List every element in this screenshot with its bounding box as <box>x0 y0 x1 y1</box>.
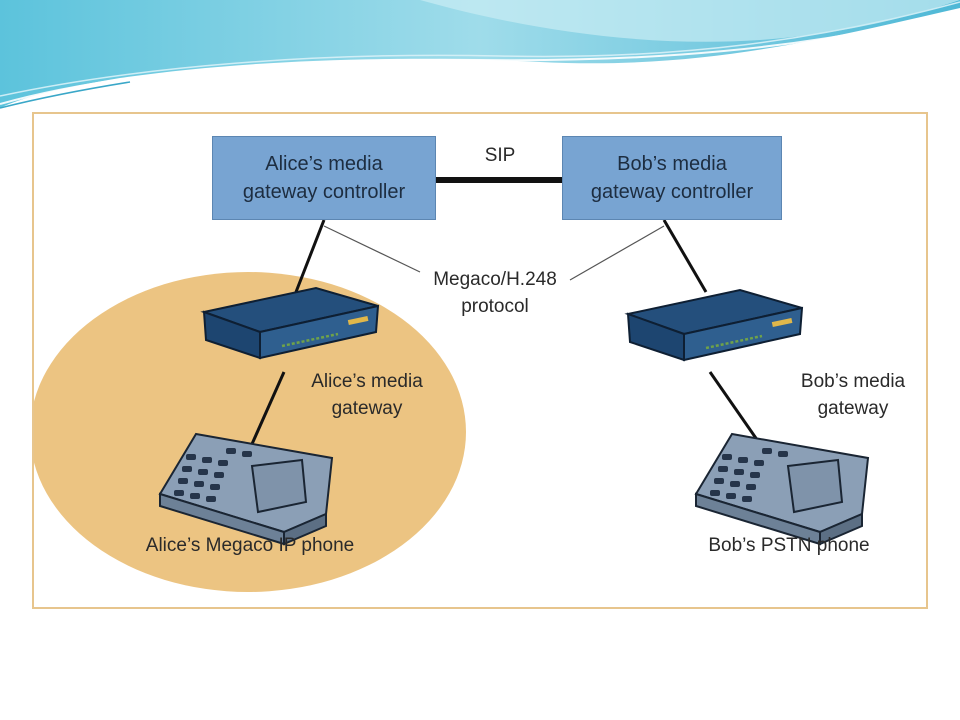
alice-media-gateway-label: Alice’s media gateway <box>311 371 423 419</box>
alice-controller-gateway-link <box>294 219 326 293</box>
telephone-icon <box>694 432 870 546</box>
diagram-frame: Alice’s media gateway controller Bob’s m… <box>32 112 928 609</box>
megaco-protocol-label: Megaco/H.248 protocol <box>433 269 557 317</box>
alice-phone-label: Alice’s Megaco IP phone <box>145 535 355 556</box>
sip-label: SIP <box>484 145 516 166</box>
media-gateway-icon <box>624 288 804 362</box>
bob-media-gateway-label: Bob’s media gateway <box>800 371 906 419</box>
bob-controller-gateway-link <box>662 219 708 293</box>
bob-media-gateway-controller: Bob’s media gateway controller <box>562 136 782 220</box>
alice-controller-label: Alice’s media gateway controller <box>242 153 406 203</box>
bob-controller-label: Bob’s media gateway controller <box>590 153 754 203</box>
telephone-icon <box>158 432 334 546</box>
media-gateway-icon <box>200 286 380 360</box>
megaco-link-left <box>323 225 421 273</box>
bob-phone-label: Bob’s PSTN phone <box>708 535 870 556</box>
megaco-link-right <box>569 225 665 281</box>
diagram-drawing <box>34 177 870 592</box>
alice-media-gateway-controller: Alice’s media gateway controller <box>212 136 436 220</box>
alice-gateway-phone-link <box>250 371 286 445</box>
header-wave-decoration <box>0 0 960 109</box>
alice-domain-area <box>34 272 466 592</box>
bob-gateway-phone-link <box>708 371 762 445</box>
